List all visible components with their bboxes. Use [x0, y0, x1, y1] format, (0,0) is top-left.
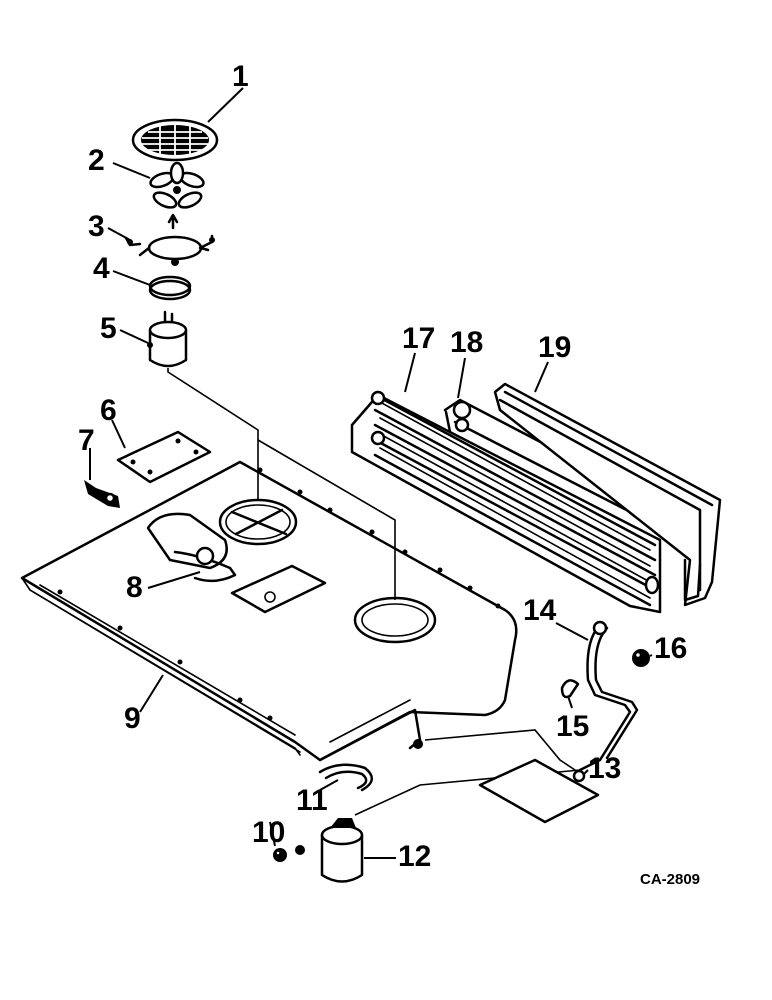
motor-wire	[167, 368, 259, 500]
callout-8: 8	[126, 571, 143, 604]
clip-15	[560, 679, 580, 699]
callout-labels: 1 2 3 4 5 6 7 8 9 10 11 12 13 14 15 16 1…	[78, 60, 687, 873]
coil-frame	[493, 382, 722, 607]
callout-10: 10	[252, 816, 285, 849]
callout-17: 17	[402, 322, 435, 355]
callout-2: 2	[88, 144, 105, 177]
callout-5: 5	[100, 312, 117, 345]
callout-7: 7	[78, 424, 95, 457]
drawing-code: CA-2809	[640, 871, 700, 888]
center-plate	[230, 564, 327, 614]
base-panel	[20, 460, 518, 762]
callout-3: 3	[88, 210, 105, 243]
callout-9: 9	[124, 702, 141, 735]
callout-6: 6	[100, 394, 117, 427]
callout-18: 18	[450, 326, 483, 359]
cap-16	[632, 649, 650, 667]
vent-wire	[257, 439, 396, 600]
fitting-10	[273, 848, 287, 862]
callout-14: 14	[523, 594, 557, 627]
fitting	[572, 769, 586, 783]
callout-4: 4	[93, 252, 110, 285]
cover-plate	[116, 430, 212, 484]
fan	[149, 161, 205, 209]
leader-lines	[89, 87, 653, 859]
cover-plate-13	[478, 758, 600, 824]
callout-19: 19	[538, 331, 571, 364]
shaft-arrow	[167, 213, 179, 230]
motor	[147, 310, 188, 368]
callout-13: 13	[588, 752, 621, 785]
receiver-drier	[295, 818, 364, 883]
drain-fitting	[146, 512, 237, 583]
callout-12: 12	[398, 840, 431, 873]
hose-clip	[318, 763, 373, 792]
coil-17	[350, 390, 662, 614]
callout-1: 1	[232, 60, 249, 93]
line-to-drier	[424, 729, 579, 773]
connector	[84, 480, 120, 508]
callout-11: 11	[296, 784, 328, 817]
grille	[131, 118, 219, 162]
motor-mount	[124, 234, 215, 266]
callout-16: 16	[654, 632, 687, 665]
mount-ring	[148, 275, 192, 301]
callout-15: 15	[556, 710, 589, 743]
line-14	[578, 620, 639, 772]
